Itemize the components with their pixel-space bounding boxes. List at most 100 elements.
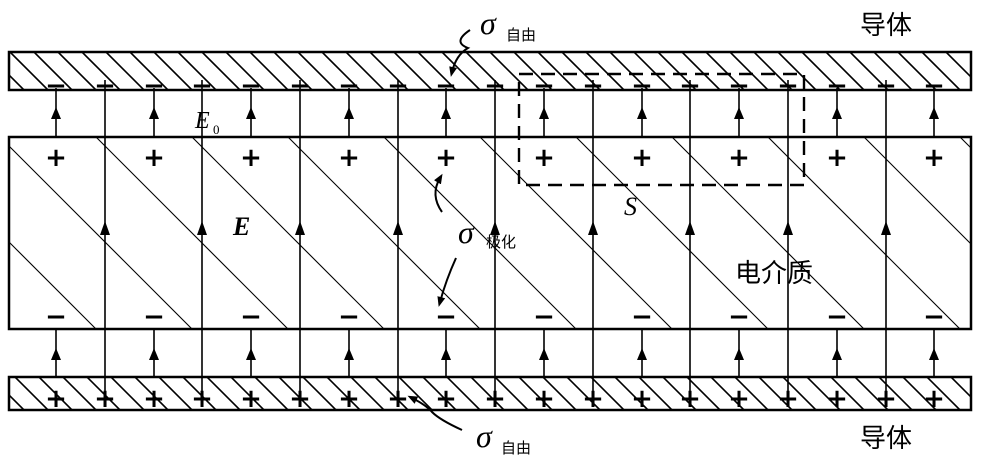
conductor-hatch-line bbox=[902, 377, 937, 410]
conductor-hatch-line bbox=[873, 52, 913, 90]
surface-s-label: S bbox=[624, 192, 637, 221]
sigma-free-top-symbol: σ bbox=[480, 5, 497, 41]
conductor-hatch-line bbox=[345, 52, 385, 90]
free-charge-positive: + bbox=[387, 384, 409, 414]
dielectric-hatch-line bbox=[767, 137, 961, 329]
free-charge-negative: − bbox=[631, 71, 653, 101]
free-charge-positive: + bbox=[923, 384, 945, 414]
dielectric-slab bbox=[7, 135, 973, 331]
polarization-charge-positive: + bbox=[533, 143, 555, 173]
conductor-hatch-line bbox=[585, 52, 625, 90]
free-charge-negative: − bbox=[387, 71, 409, 101]
free-charge-negative: − bbox=[875, 71, 897, 101]
conductor-hatch-line bbox=[945, 52, 971, 79]
field-arrowhead bbox=[246, 348, 256, 360]
field-arrowhead bbox=[51, 348, 61, 360]
field-arrowhead bbox=[637, 348, 647, 360]
conductor-hatch-line bbox=[129, 52, 169, 90]
field-arrowhead bbox=[490, 221, 500, 235]
conductor-hatch-line bbox=[638, 377, 673, 410]
e-symbol: E bbox=[232, 212, 250, 241]
conductor-hatch-line bbox=[62, 377, 97, 410]
conductor-hatch-line bbox=[33, 52, 73, 90]
field-arrowhead bbox=[197, 221, 207, 235]
field-arrowhead bbox=[344, 348, 354, 360]
conductor-hatch-line bbox=[302, 377, 337, 410]
free-charge-negative: − bbox=[191, 71, 213, 101]
conductor-hatch-line bbox=[758, 377, 793, 410]
conductor-hatch-line bbox=[153, 52, 193, 90]
conductor-hatch-line bbox=[134, 377, 169, 410]
free-charge-positive: + bbox=[289, 384, 311, 414]
free-charge-negative: − bbox=[143, 71, 165, 101]
sigma-free-bottom-symbol: σ bbox=[476, 418, 493, 454]
conductor-hatch-line bbox=[518, 377, 553, 410]
conductor-hatch-line bbox=[273, 52, 313, 90]
conductor-hatch-line bbox=[110, 377, 145, 410]
conductor-hatch-line bbox=[614, 377, 649, 410]
surface-charges: −+−+−+−+−+−+−+−+−+−+−+−+−+−+−+−+−+−+−++−… bbox=[45, 71, 945, 414]
polarization-charge-negative: − bbox=[435, 302, 457, 332]
polarization-charge-positive: + bbox=[728, 143, 750, 173]
free-charge-negative: − bbox=[777, 71, 799, 101]
conductor-hatch-line bbox=[9, 73, 25, 90]
free-charge-positive: + bbox=[45, 384, 67, 414]
conductor-hatch-line bbox=[921, 52, 961, 90]
conductor-hatch-line bbox=[806, 377, 841, 410]
conductor-hatch-line bbox=[734, 377, 769, 410]
free-charge-positive: + bbox=[582, 384, 604, 414]
sigma-polarization-subscript: 极化 bbox=[486, 233, 516, 251]
field-arrowhead bbox=[149, 107, 159, 119]
conductor-hatch-line bbox=[854, 377, 889, 410]
conductor-hatch-line bbox=[926, 377, 961, 410]
free-charge-negative: − bbox=[45, 71, 67, 101]
sigma-free-top-subscript: 自由 bbox=[506, 26, 536, 44]
free-charge-positive: + bbox=[826, 384, 848, 414]
conductor-hatch-line bbox=[9, 52, 49, 90]
free-charge-positive: + bbox=[484, 384, 506, 414]
conductor-bottom-label: 导体 bbox=[860, 424, 912, 454]
field-lines bbox=[51, 80, 939, 395]
conductor-hatch-line bbox=[393, 52, 433, 90]
polarization-charge-negative: − bbox=[240, 302, 262, 332]
polarization-charge-negative: − bbox=[45, 302, 67, 332]
conductor-hatch-line bbox=[537, 52, 577, 90]
field-arrowhead bbox=[344, 107, 354, 119]
conductor-hatch-line bbox=[81, 52, 121, 90]
conductor-hatch-line bbox=[225, 52, 265, 90]
dielectric-hatch-line bbox=[9, 241, 97, 329]
field-arrowhead bbox=[539, 348, 549, 360]
conductor-hatch-line bbox=[14, 377, 49, 410]
conductor-hatch-line bbox=[542, 377, 577, 410]
conductor-hatch-line bbox=[489, 52, 529, 90]
field-arrowhead bbox=[685, 221, 695, 235]
conductor-hatch-line bbox=[849, 52, 889, 90]
field-arrowhead bbox=[441, 348, 451, 360]
field-arrowhead bbox=[783, 221, 793, 235]
conductor-hatch-line bbox=[374, 377, 409, 410]
dielectric-hatch-line bbox=[383, 137, 577, 329]
polarization-charge-negative: − bbox=[143, 302, 165, 332]
polarization-charge-positive: + bbox=[143, 143, 165, 173]
dielectric-hatch-line bbox=[9, 145, 193, 329]
dielectric-hatch-line bbox=[479, 137, 673, 329]
polarization-charge-positive: + bbox=[435, 143, 457, 173]
conductor-hatch-line bbox=[897, 52, 937, 90]
free-charge-positive: + bbox=[94, 384, 116, 414]
conductor-hatch-line bbox=[249, 52, 289, 90]
free-charge-negative: − bbox=[240, 71, 262, 101]
conductor-hatch-line bbox=[422, 377, 457, 410]
free-charge-positive: + bbox=[777, 384, 799, 414]
conductor-hatch-line bbox=[86, 377, 121, 410]
free-charge-positive: + bbox=[679, 384, 701, 414]
free-charge-positive: + bbox=[240, 384, 262, 414]
top-conductor-plate bbox=[7, 50, 973, 92]
field-arrowhead bbox=[51, 107, 61, 119]
polarization-charge-negative: − bbox=[728, 302, 750, 332]
field-arrowhead bbox=[539, 107, 549, 119]
conductor-hatch-line bbox=[878, 377, 913, 410]
conductor-hatch-line bbox=[465, 52, 505, 90]
free-charge-negative: − bbox=[289, 71, 311, 101]
polarization-charge-negative: − bbox=[631, 302, 653, 332]
